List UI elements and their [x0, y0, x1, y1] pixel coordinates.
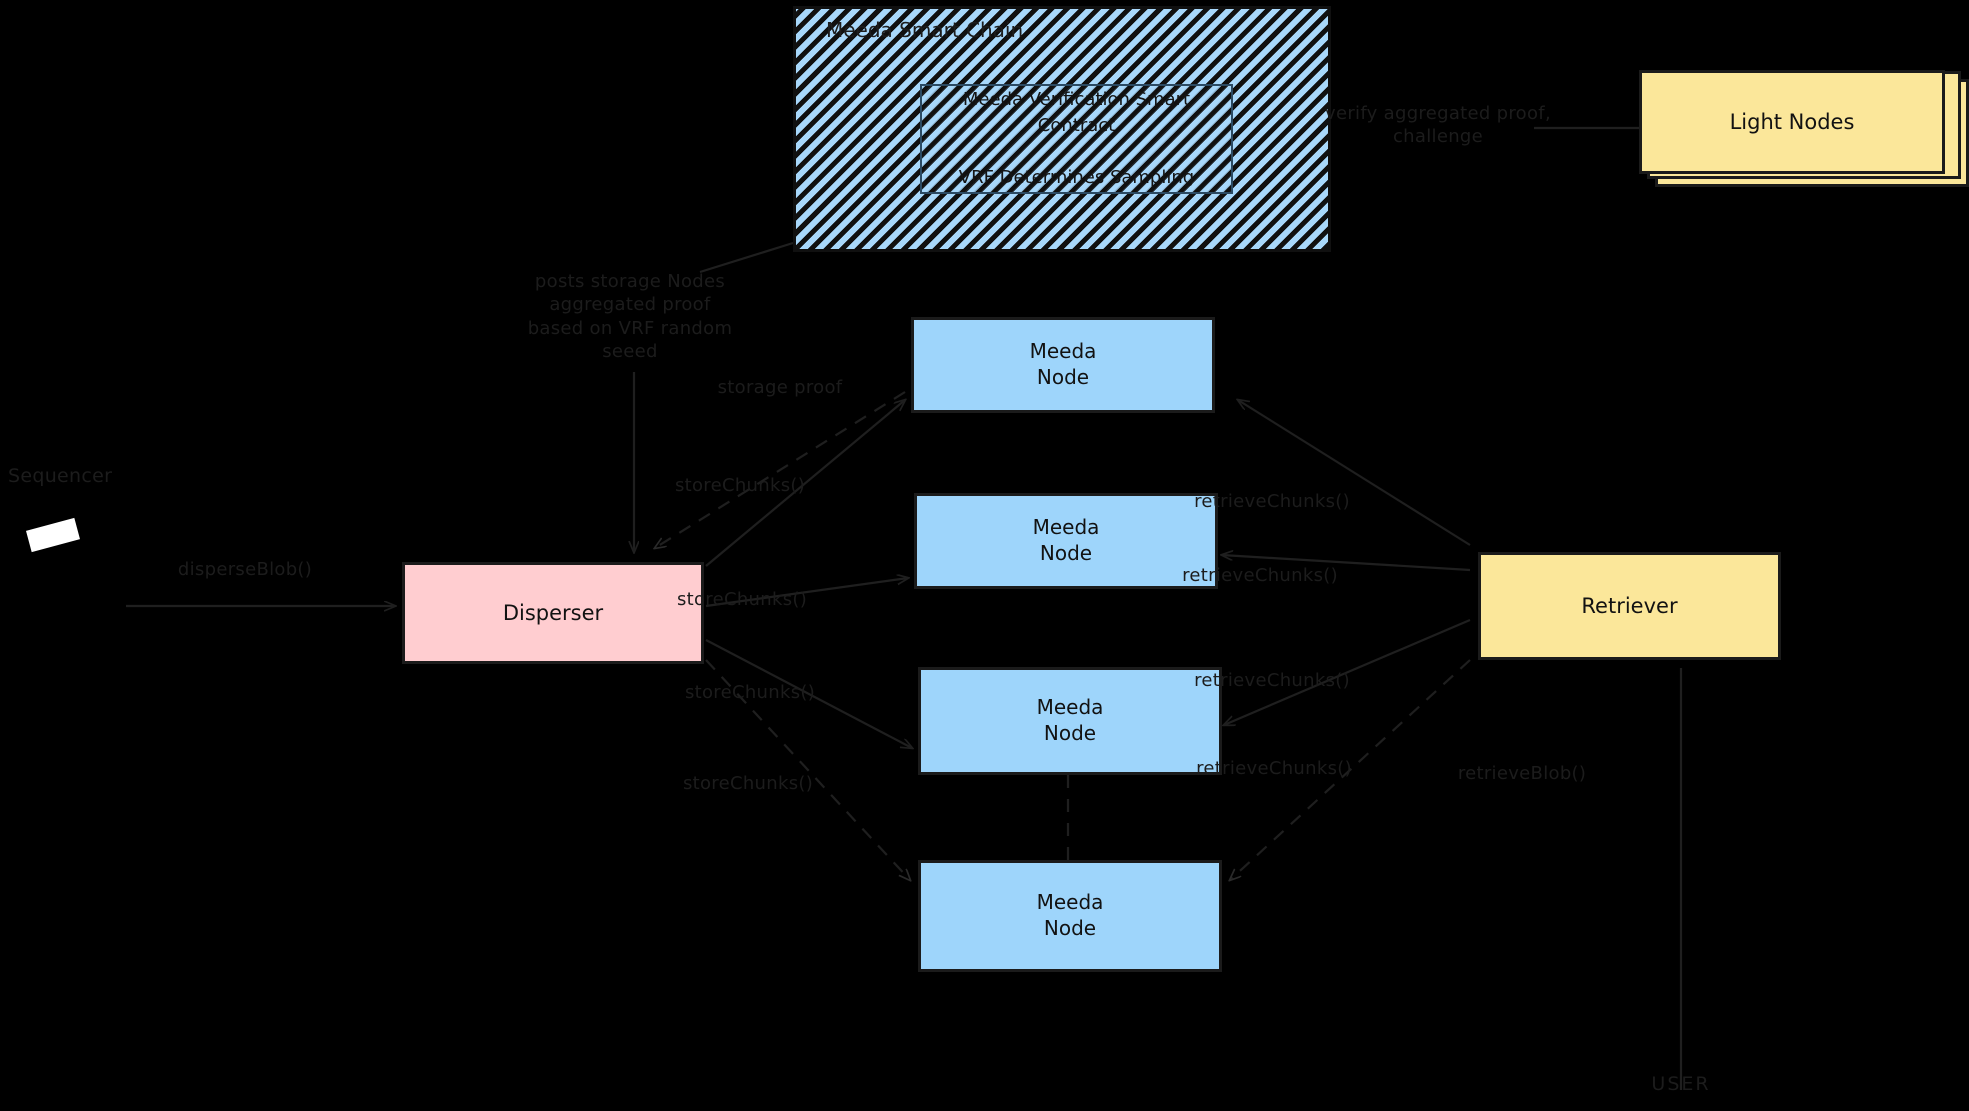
edge-store-chunks-4 — [705, 659, 910, 880]
edge-retrieve-chunks-4 — [1230, 659, 1471, 880]
label-posts-proof: posts storage Nodes aggregated proof bas… — [527, 271, 733, 363]
user-label: USER — [1651, 1073, 1711, 1095]
label-store-chunks-4: storeChunks() — [682, 773, 814, 794]
sequencer-label: Sequencer — [8, 465, 113, 487]
edge-store-chunks-3 — [705, 639, 912, 748]
edge-retrieve-chunks-2 — [1222, 555, 1471, 572]
label-retrieve-chunks-2: retrieveChunks() — [1182, 565, 1338, 586]
label-disperse-blob: disperseBlob() — [177, 559, 313, 580]
edge-store-chunks-2 — [705, 578, 908, 608]
meeda-node-4[interactable]: Meeda Node — [918, 860, 1222, 972]
label-retrieve-blob: retrieveBlob() — [1457, 763, 1587, 784]
label-store-chunks-1: storeChunks() — [674, 475, 806, 496]
edge-storage-proof — [655, 391, 906, 548]
label-retrieve-chunks-3: retrieveChunks() — [1194, 670, 1350, 691]
meeda-node-1[interactable]: Meeda Node — [911, 317, 1215, 413]
label-retrieve-chunks-4: retrieveChunks() — [1196, 758, 1352, 779]
meeda-node-2[interactable]: Meeda Node — [914, 493, 1218, 589]
light-nodes-box[interactable]: Light Nodes — [1639, 70, 1945, 174]
label-retrieve-chunks-1: retrieveChunks() — [1194, 491, 1350, 512]
label-store-chunks-3: storeChunks() — [684, 682, 816, 703]
edge-store-chunks-1 — [705, 400, 905, 567]
retriever-box[interactable]: Retriever — [1478, 552, 1781, 660]
edge-retrieve-chunks-3 — [1224, 618, 1471, 725]
chain-title: Meeda Smart Chain — [826, 18, 1024, 42]
edge-retrieve-chunks-1 — [1238, 400, 1471, 546]
label-store-chunks-2: storeChunks() — [676, 589, 808, 610]
verification-contract-box: Meeda Verification Smart Contract VRF De… — [920, 84, 1233, 194]
label-verify-proof: verify aggregated proof, challenge — [1325, 103, 1551, 148]
label-storage-proof: storage proof — [717, 377, 843, 398]
meeda-node-3[interactable]: Meeda Node — [918, 667, 1222, 775]
disperser-box[interactable]: Disperser — [402, 562, 704, 664]
edge-chain-diagonal — [699, 241, 794, 274]
